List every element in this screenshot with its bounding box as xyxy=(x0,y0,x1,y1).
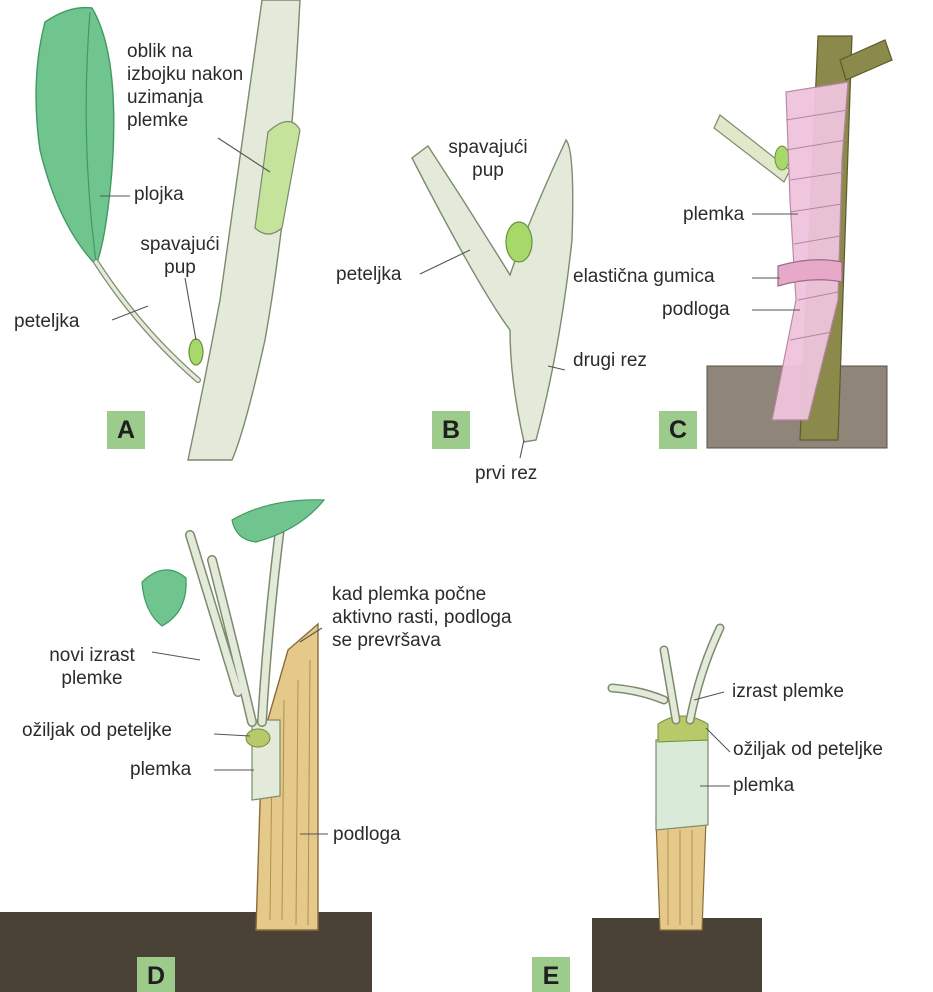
label-petiole-scar-e: ožiljak od peteljke xyxy=(733,738,883,761)
label-second-cut: drugi rez xyxy=(573,349,647,372)
label-scion-d: plemka xyxy=(130,758,191,781)
label-petiole-a: peteljka xyxy=(14,310,80,333)
leaf-d-1 xyxy=(142,570,186,626)
label-scion-growth: izrast plemke xyxy=(732,680,844,703)
label-rootstock-d: podloga xyxy=(333,823,401,846)
label-petiole-scar-d: ožiljak od peteljke xyxy=(22,719,172,742)
dormant-bud-b xyxy=(506,222,532,262)
label-new-growth: novi izrast plemke xyxy=(22,644,162,690)
badge-d: D xyxy=(137,957,175,992)
label-blade: plojka xyxy=(134,183,184,206)
badge-a: A xyxy=(107,411,145,449)
petiole-a xyxy=(96,262,198,380)
panel-c-drawing xyxy=(707,36,892,448)
label-rubber-band: elastična gumica xyxy=(573,265,715,288)
scion-shield-b xyxy=(412,140,573,442)
badge-b: B xyxy=(432,411,470,449)
leaf-blade-a xyxy=(36,8,114,265)
label-petiole-b: peteljka xyxy=(336,263,402,286)
label-topping-note: kad plemka počne aktivno rasti, podloga … xyxy=(332,583,512,652)
label-scion-c: plemka xyxy=(683,203,744,226)
panel-b-drawing xyxy=(412,140,573,442)
rootstock-e xyxy=(656,820,706,930)
label-scion-removal-spot: oblik na izbojku nakon uzimanja plemke xyxy=(127,40,243,132)
label-first-cut: prvi rez xyxy=(475,462,537,485)
label-dormant-bud-b: spavajući pup xyxy=(428,136,548,182)
leaf-scar-d xyxy=(246,729,270,747)
label-rootstock-c: podloga xyxy=(662,298,730,321)
scion-e xyxy=(656,740,708,830)
label-dormant-bud-a: spavajući pup xyxy=(120,233,240,279)
badge-e: E xyxy=(532,957,570,992)
dormant-bud-a xyxy=(189,339,203,365)
leaf-scar-e xyxy=(658,716,708,742)
label-scion-e: plemka xyxy=(733,774,794,797)
panel-d-drawing xyxy=(0,500,372,992)
badge-c: C xyxy=(659,411,697,449)
